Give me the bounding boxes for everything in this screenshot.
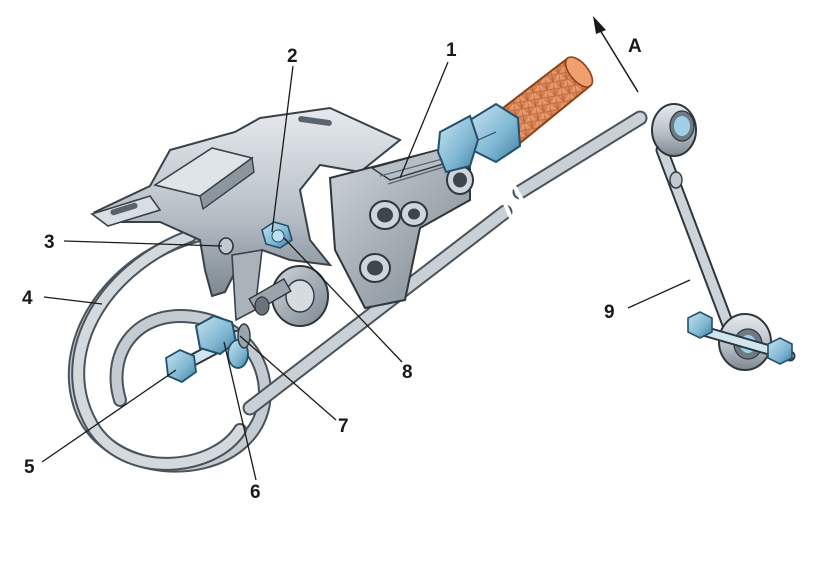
spring-loop bbox=[67, 225, 272, 473]
mounting-bracket bbox=[90, 106, 402, 322]
regulator-body bbox=[328, 148, 474, 310]
callout-8: 8 bbox=[402, 362, 413, 383]
callout-labels: 1 2 3 4 5 6 7 8 9 bbox=[22, 40, 615, 503]
callout-6: 6 bbox=[250, 482, 261, 503]
washer-7 bbox=[237, 323, 251, 349]
lever-rod bbox=[242, 110, 648, 416]
direction-label: A bbox=[628, 36, 642, 57]
regulator-piston bbox=[248, 265, 329, 327]
callout-2: 2 bbox=[287, 46, 298, 67]
bolt-2 bbox=[261, 221, 293, 249]
callout-9: 9 bbox=[604, 302, 615, 323]
callout-7: 7 bbox=[338, 416, 349, 437]
leader-lines bbox=[41, 61, 691, 481]
callout-5: 5 bbox=[24, 457, 35, 478]
callout-3: 3 bbox=[44, 232, 55, 253]
callout-4: 4 bbox=[22, 288, 33, 309]
callout-1: 1 bbox=[446, 40, 457, 61]
link-rod-9 bbox=[651, 103, 796, 371]
hose-fitting-nut bbox=[436, 102, 522, 174]
direction-arrow: A bbox=[593, 16, 642, 93]
